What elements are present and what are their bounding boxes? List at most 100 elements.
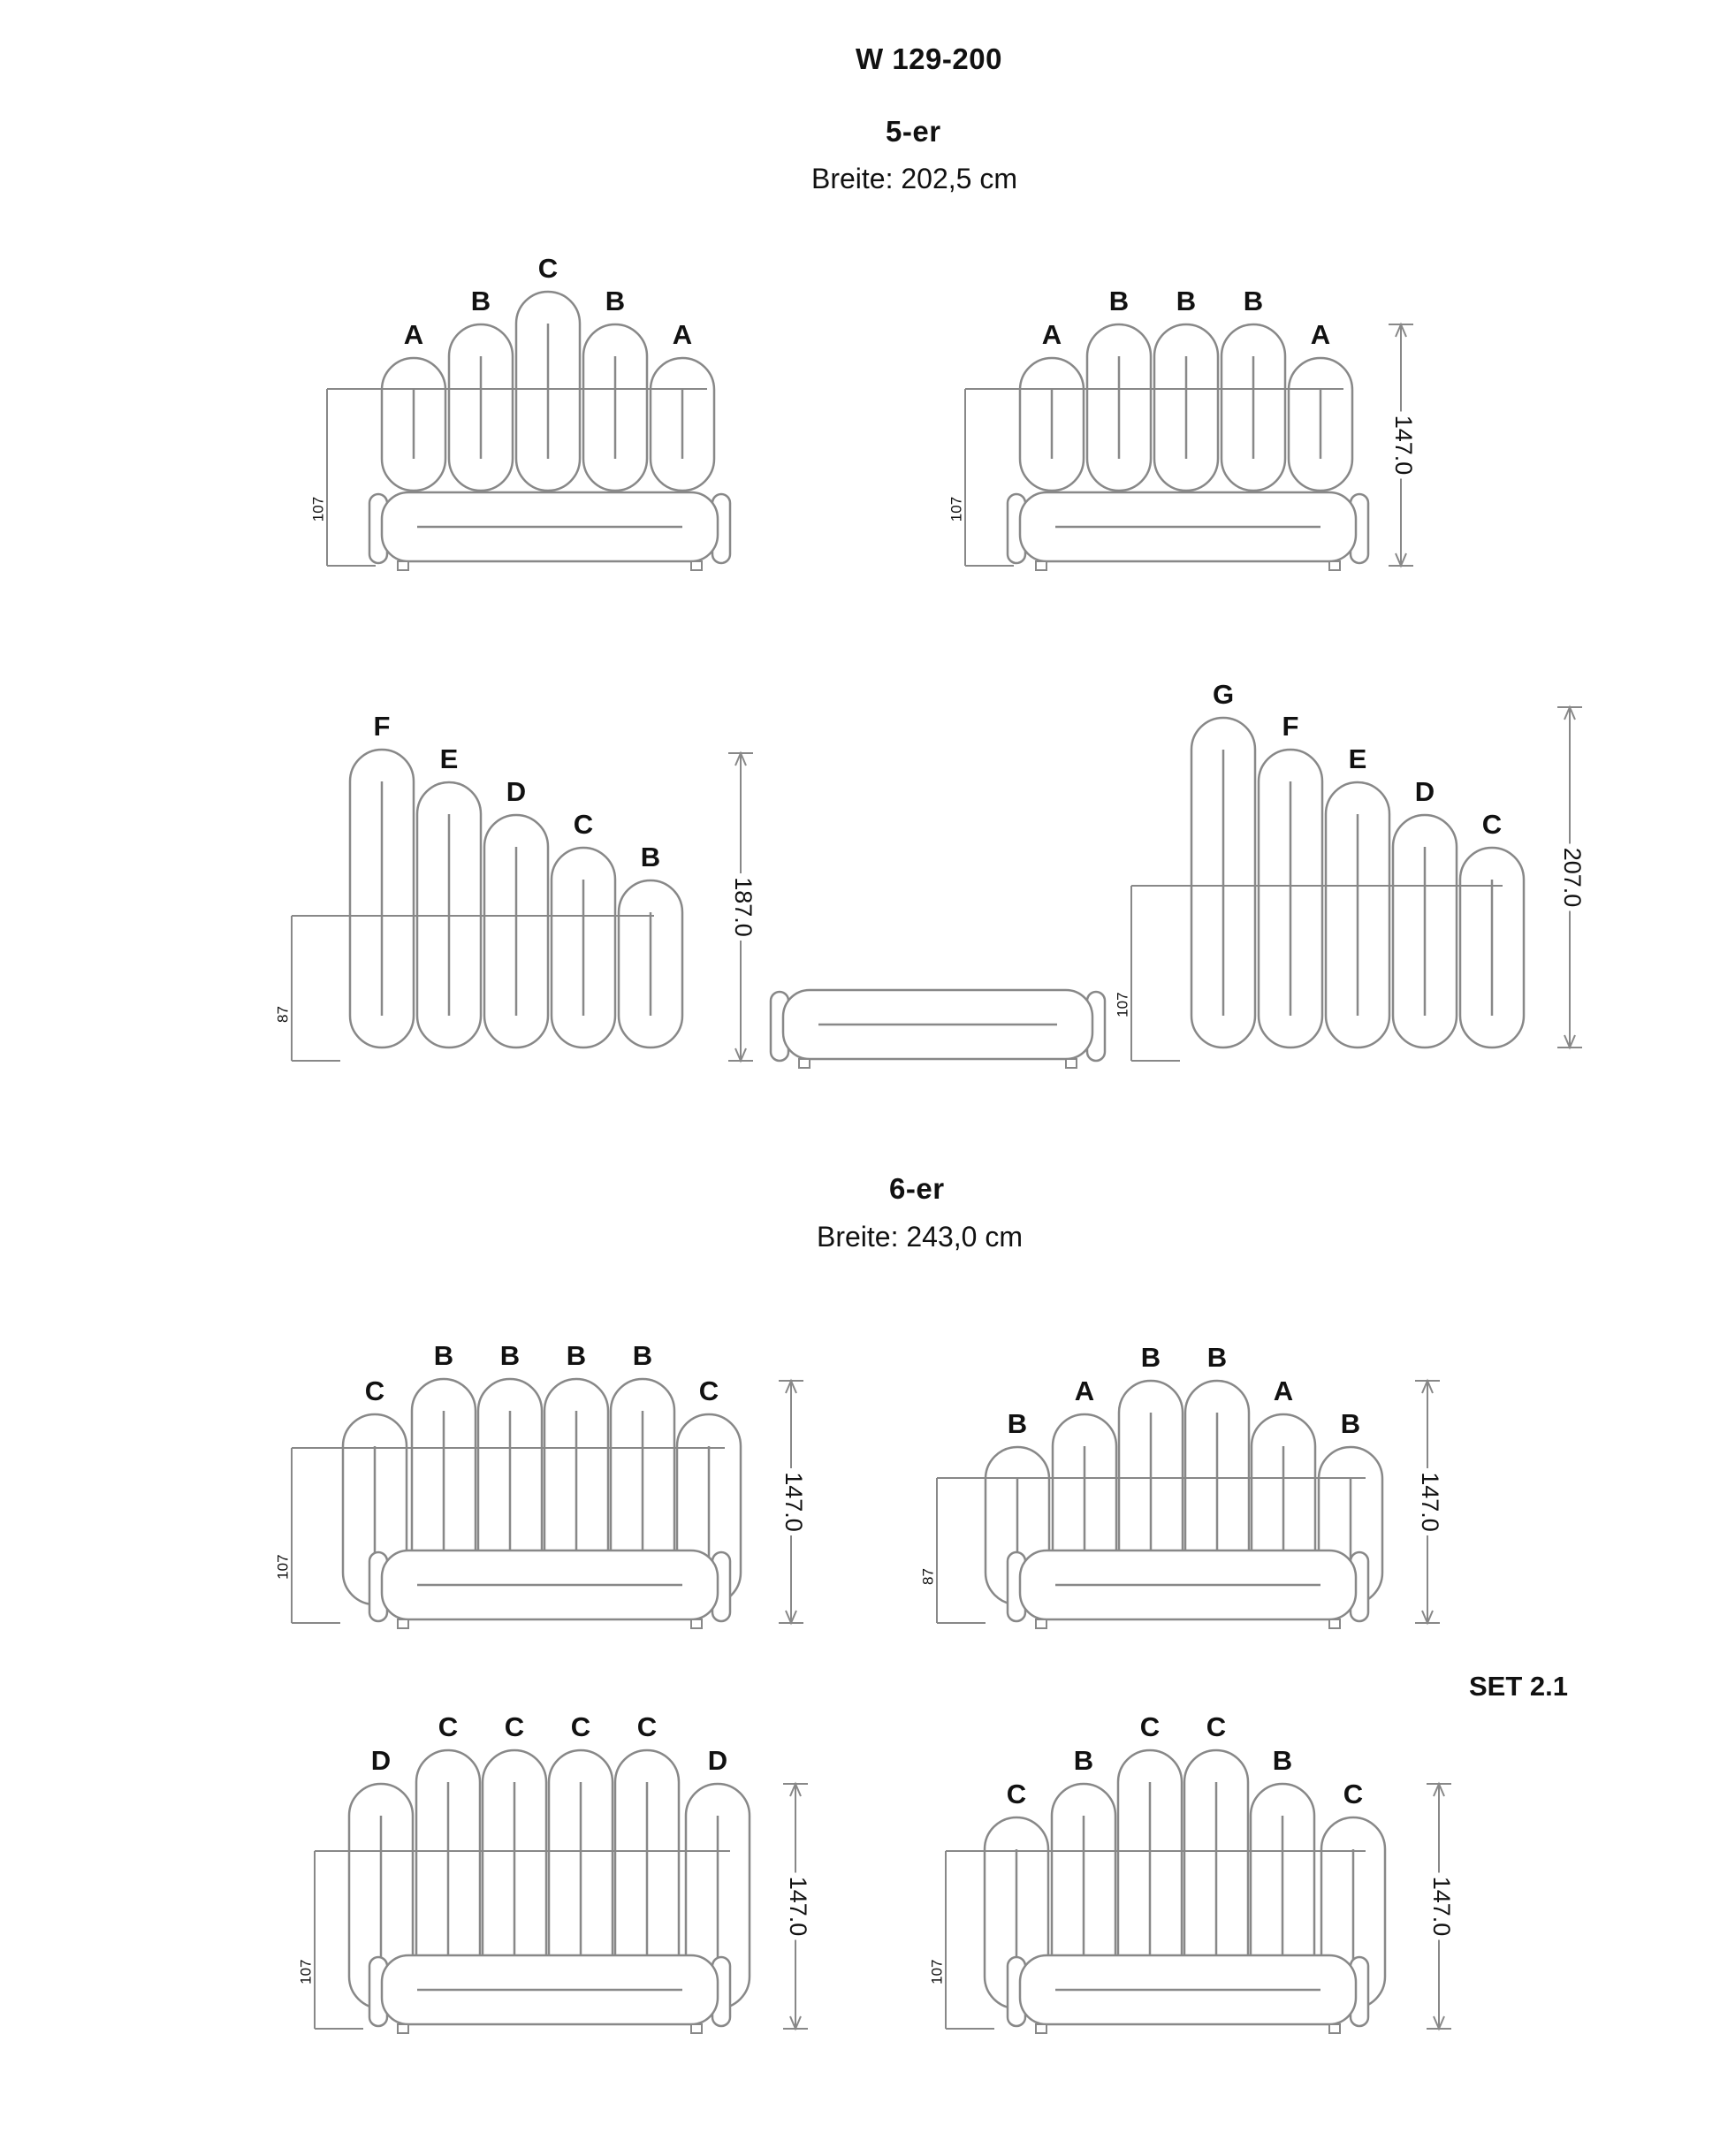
foot (1065, 1058, 1077, 1069)
seat-height-label: 87 (919, 1568, 936, 1585)
seat-height-label: 107 (948, 497, 964, 522)
cushion-label: C (574, 809, 593, 840)
foot (1035, 1619, 1047, 1629)
diagram-five-abbba: A B B B A 107 147.0 (948, 286, 1417, 571)
arrow-down (1433, 2015, 1445, 2031)
cushion-label: B (1008, 1408, 1027, 1439)
seat-height-label: 87 (274, 1006, 291, 1023)
arrow-down (1421, 1610, 1434, 1626)
cushion-label: C (1140, 1711, 1160, 1742)
cushion-label: A (1274, 1375, 1293, 1406)
section-width-5er: Breite: 202,5 cm (811, 163, 1017, 194)
seat-height-label: 107 (1114, 992, 1130, 1017)
cushion-label: D (506, 776, 526, 807)
diagram-five-seat (769, 988, 1107, 1069)
set-label: SET 2.1 (1469, 1671, 1568, 1702)
cushion-label: B (434, 1340, 453, 1371)
cushion-label: C (365, 1375, 384, 1406)
dim-label-bg (1387, 411, 1415, 479)
cushion-label: B (1341, 1408, 1360, 1439)
arrow-up (1433, 1781, 1445, 1797)
total-height-label: 187.0 (730, 877, 757, 937)
dim-label-bg (1556, 843, 1584, 911)
cushion-label: C (1007, 1779, 1026, 1809)
cushion-label: C (699, 1375, 719, 1406)
arrow-down (785, 1610, 797, 1626)
cushion-label: F (374, 711, 391, 742)
arrow-up (789, 1781, 802, 1797)
arrow-down (789, 2015, 802, 2031)
cushion-label: B (1176, 286, 1196, 316)
diagram-six-dccccd: D C C C C D 107 147.0 (297, 1711, 811, 2034)
cushion-label: C (1343, 1779, 1363, 1809)
cushion-label: F (1282, 711, 1299, 742)
total-height-label: 147.0 (785, 1877, 811, 1937)
total-height-label: 147.0 (1428, 1877, 1455, 1937)
foot (690, 2023, 703, 2034)
dim-label-bg (781, 1872, 810, 1940)
arrow-up (1564, 705, 1576, 720)
dim-label-bg (777, 1468, 805, 1535)
cushion-label: B (641, 842, 660, 872)
seat-height-label: 107 (309, 497, 326, 522)
arrow-down (734, 1048, 747, 1063)
seat-height-label: 107 (297, 1959, 314, 1984)
foot (690, 560, 703, 571)
total-height-label: 147.0 (780, 1472, 807, 1532)
section-width-6er: Breite: 243,0 cm (817, 1221, 1023, 1253)
cushion-label: D (371, 1745, 391, 1776)
cushion-label: D (1415, 776, 1435, 807)
foot (397, 1619, 409, 1629)
foot (1328, 1619, 1341, 1629)
foot (1035, 2023, 1047, 2034)
cushion-label: C (1206, 1711, 1226, 1742)
total-height-label: 207.0 (1559, 848, 1586, 908)
total-height-label: 147.0 (1417, 1472, 1443, 1532)
dim-label-bg (1413, 1468, 1442, 1535)
arrow-down (1564, 1034, 1576, 1050)
cushion-label: B (567, 1340, 586, 1371)
arrow-up (1395, 322, 1407, 338)
cushion-label: B (1141, 1342, 1161, 1373)
diagram-six-babbab: B A B B A B 87 147.0 (919, 1342, 1443, 1629)
cushion-label: A (1311, 319, 1330, 350)
cushion-label: B (471, 286, 491, 316)
cushion-label: B (1109, 286, 1129, 316)
foot (1035, 560, 1047, 571)
cushion-label: C (538, 253, 558, 284)
total-height-label: 147.0 (1390, 415, 1417, 476)
arrow-up (734, 750, 747, 766)
cushion-label: B (1244, 286, 1263, 316)
arrow-down (1395, 552, 1407, 568)
cushion-label: A (404, 319, 423, 350)
cushion-label: B (1273, 1745, 1292, 1776)
cushion-label: C (438, 1711, 458, 1742)
cushion-label: C (1482, 809, 1502, 840)
cushion-label: D (708, 1745, 727, 1776)
cushion-label: B (633, 1340, 652, 1371)
dim-label-bg (727, 873, 755, 941)
cushion-label: C (637, 1711, 657, 1742)
cushion-label: A (1075, 1375, 1094, 1406)
section-title-5er: 5-er (886, 115, 941, 148)
seat-height-label: 107 (928, 1959, 945, 1984)
cushion-label: C (505, 1711, 524, 1742)
cushion-label: B (1207, 1342, 1227, 1373)
cushion-label: E (440, 743, 459, 774)
cushion-label: E (1349, 743, 1367, 774)
foot (397, 2023, 409, 2034)
cushion-label: G (1213, 679, 1234, 710)
dim-label-bg (1425, 1872, 1453, 1940)
cushion-label: A (1042, 319, 1062, 350)
section-title-6er: 6-er (889, 1172, 945, 1205)
foot (1328, 2023, 1341, 2034)
foot (397, 560, 409, 571)
cushion-label: C (571, 1711, 590, 1742)
arrow-up (1421, 1378, 1434, 1394)
arrow-up (785, 1378, 797, 1394)
cushion-label: B (500, 1340, 520, 1371)
